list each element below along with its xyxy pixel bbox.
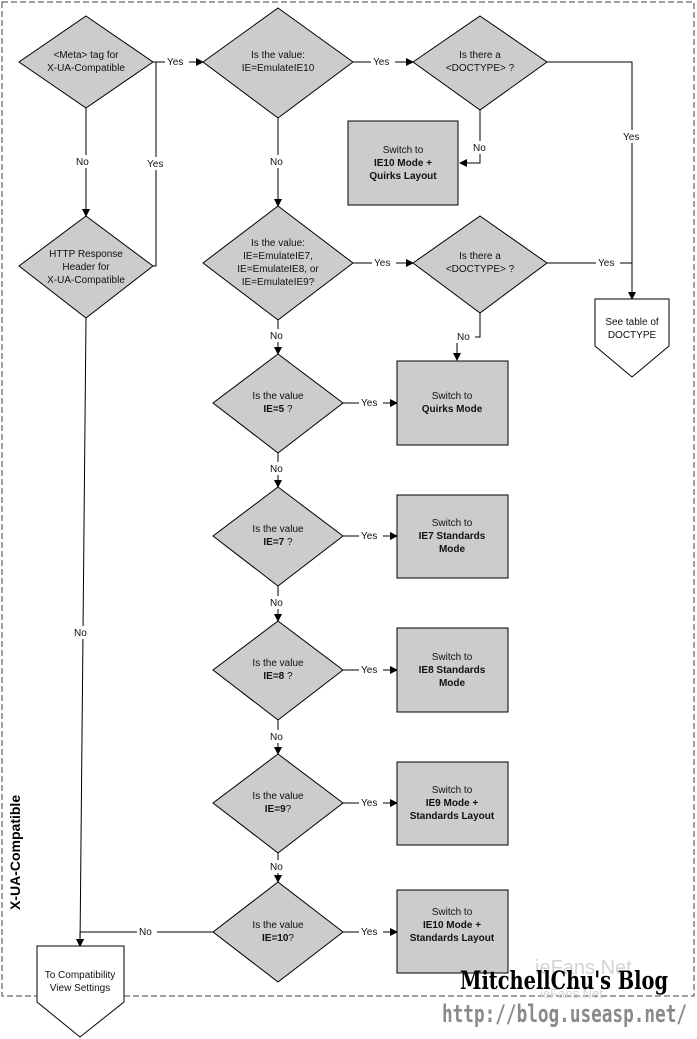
svg-text:No: No [473,143,486,154]
decision-emulate-ie10: Is the value:IE=EmulateIE10 [202,7,354,119]
watermark: ieFans.Net ieFans.Net MitchellChu's Blog… [442,957,687,1028]
watermark-faint-top: ieFans.Net [535,957,632,979]
watermark-faint-bottom: ieFans.Net [540,986,603,1001]
edge-labels: Yes Yes No Yes No No Yes Yes Yes No No Y… [72,55,645,938]
watermark-brand: MitchellChu's Blog [460,966,668,995]
svg-text:Yes: Yes [361,798,377,809]
svg-text:No: No [139,927,152,938]
svg-text:Yes: Yes [361,398,377,409]
svg-text:No: No [270,862,283,873]
swimlane-label: X-UA-Compatible [7,795,23,910]
svg-text:No: No [270,732,283,743]
svg-text:Yes: Yes [598,258,614,269]
svg-text:No: No [270,464,283,475]
svg-text:No: No [270,598,283,609]
svg-text:No: No [74,628,87,639]
svg-text:Is the value:IE=EmulateIE7,IE=: Is the value:IE=EmulateIE7,IE=EmulateIE8… [237,238,319,288]
svg-text:Yes: Yes [374,258,390,269]
decision-doctype-2: Is there a<DOCTYPE> ? [412,215,548,314]
svg-text:Yes: Yes [167,57,183,68]
svg-text:Yes: Yes [623,132,639,143]
svg-text:Is there a<DOCTYPE> ?: Is there a<DOCTYPE> ? [446,251,515,275]
svg-text:Is there a<DOCTYPE> ?: Is there a<DOCTYPE> ? [446,50,515,74]
svg-text:Yes: Yes [361,531,377,542]
svg-text:Yes: Yes [361,927,377,938]
decision-emulate-ie7-9: Is the value:IE=EmulateIE7,IE=EmulateIE8… [202,205,354,321]
svg-text:No: No [270,157,283,168]
decision-doctype-1: Is there a<DOCTYPE> ? [412,15,548,111]
svg-text:No: No [76,157,89,168]
svg-text:Is the value:IE=EmulateIE10: Is the value:IE=EmulateIE10 [242,50,315,74]
svg-text:Yes: Yes [147,159,163,170]
swimlane-border [1,1,695,997]
watermark-url: http://blog.useasp.net/ [442,1000,687,1028]
svg-text:No: No [457,332,470,343]
svg-text:Yes: Yes [361,665,377,676]
svg-text:No: No [270,331,283,342]
svg-text:Yes: Yes [373,57,389,68]
